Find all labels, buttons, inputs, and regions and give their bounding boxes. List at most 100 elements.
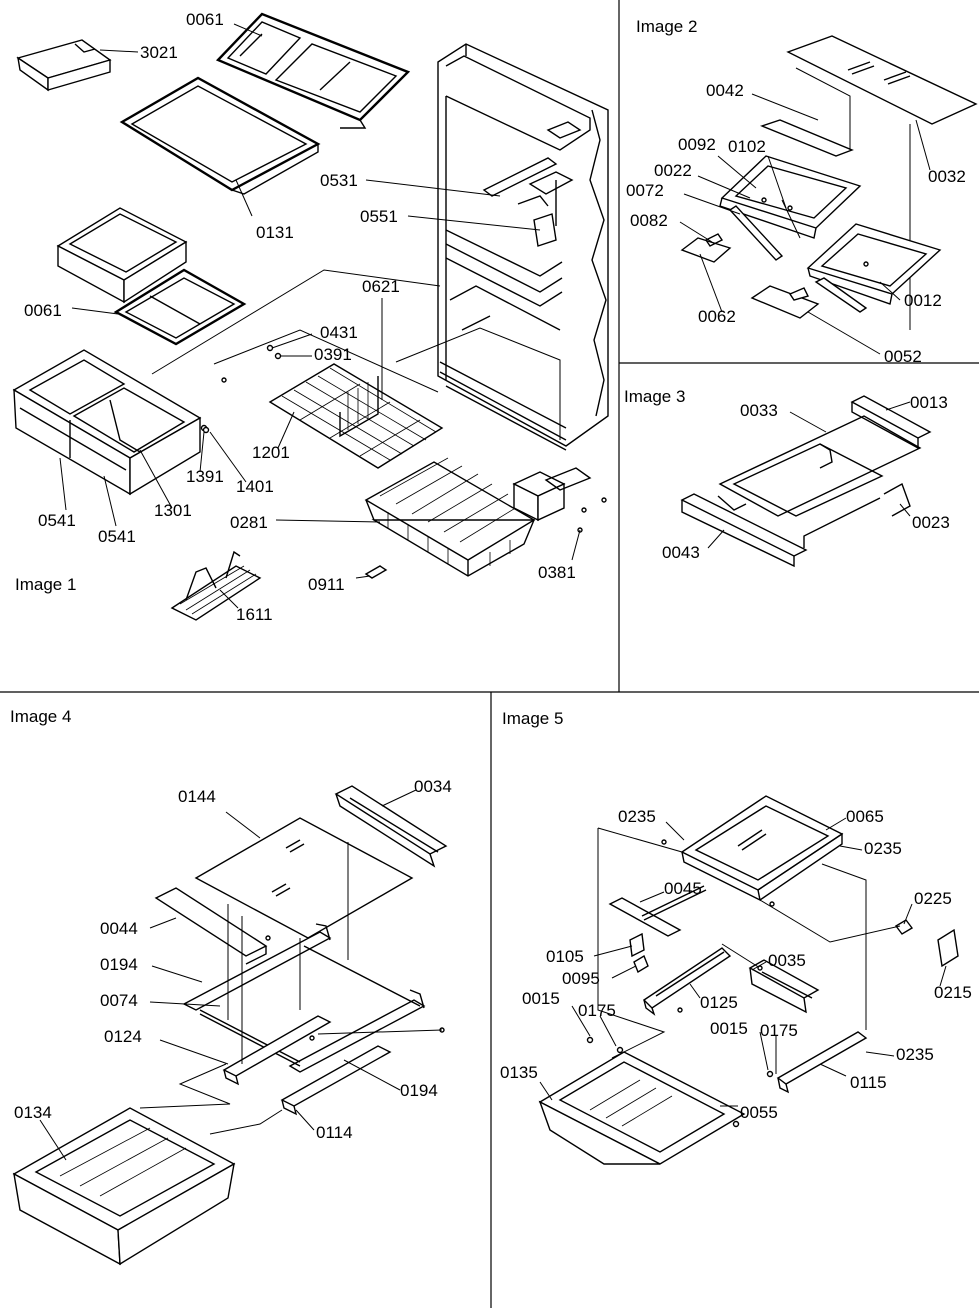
part-0065-shelf: [680, 795, 844, 902]
part-0072-rail: [728, 205, 784, 261]
callout-0551: 0551: [360, 207, 398, 226]
part-0134-crisper: [12, 1107, 236, 1266]
callout-1391: 1391: [186, 467, 224, 486]
part-1201-wire-shelf: [268, 363, 444, 469]
part-0131-shelf: [119, 76, 321, 195]
part-0023-side: [803, 482, 911, 548]
callout-0235-b: 0235: [864, 839, 902, 858]
part-1301-divider: [109, 399, 141, 453]
panel-image-3: Image 3 0033 0013 0023 0043: [624, 387, 950, 568]
panel-title-image-1: Image 1: [15, 575, 76, 594]
callout-0194-lower: 0194: [400, 1081, 438, 1100]
callout-0235-a: 0235: [618, 807, 656, 826]
callout-0015-b: 0015: [710, 1019, 748, 1038]
part-0194-side-left: [182, 923, 332, 1011]
part-0034-rail: [334, 785, 448, 868]
callout-0911: 0911: [308, 575, 345, 594]
callout-0095: 0095: [562, 969, 600, 988]
callout-0144: 0144: [178, 787, 216, 806]
callout-1611: 1611: [236, 605, 273, 624]
callout-0015-a: 0015: [522, 989, 560, 1008]
leaders-image-3: [707, 401, 911, 549]
callout-0105: 0105: [546, 947, 584, 966]
callout-0074: 0074: [100, 991, 138, 1010]
callout-0194-upper: 0194: [100, 955, 138, 974]
part-0144-glass: [194, 817, 414, 939]
callout-0125: 0125: [700, 993, 738, 1012]
callout-0043: 0043: [662, 543, 700, 562]
part-0194-side-right: [288, 989, 426, 1073]
callout-0055: 0055: [740, 1103, 778, 1122]
callout-0052: 0052: [884, 347, 922, 366]
callout-0045: 0045: [664, 879, 702, 898]
callout-0061-top: 0061: [186, 10, 224, 29]
callout-0033: 0033: [740, 401, 778, 420]
part-0032-glass: [786, 35, 978, 125]
construction-lines-image-5: [586, 827, 901, 1128]
part-3021-bin: [16, 39, 112, 92]
part-0052-trim: [750, 277, 868, 319]
panel-image-1: Image 1: [12, 10, 609, 624]
callout-1301: 1301: [154, 501, 192, 520]
panel-title-image-3: Image 3: [624, 387, 685, 406]
callout-0022: 0022: [654, 161, 692, 180]
panel-image-5: Image 5: [500, 709, 972, 1165]
callout-0092: 0092: [678, 135, 716, 154]
part-0225-cam: [894, 919, 914, 935]
callout-0175-b: 0175: [760, 1021, 798, 1040]
callout-0175-a: 0175: [578, 1001, 616, 1020]
callout-0115: 0115: [850, 1073, 887, 1092]
part-0124-runner: [222, 1015, 332, 1086]
part-0045-rail: [608, 885, 707, 937]
callout-0124: 0124: [104, 1027, 142, 1046]
callout-3021: 3021: [140, 43, 178, 62]
callout-0035: 0035: [768, 951, 806, 970]
part-1391-1401-clips: [202, 426, 210, 434]
callout-0114: 0114: [316, 1123, 353, 1142]
callout-0062: 0062: [698, 307, 736, 326]
callout-0541-a: 0541: [38, 511, 76, 530]
panel-image-2: Image 2: [626, 17, 978, 366]
part-0541-crisper-drawers: [12, 349, 202, 496]
callout-0061-lower: 0061: [24, 301, 62, 320]
part-0551-cover: [533, 213, 557, 247]
callout-1201: 1201: [252, 443, 290, 462]
callout-0225: 0225: [914, 889, 952, 908]
callout-0431: 0431: [320, 323, 358, 342]
callout-0235-c: 0235: [896, 1045, 934, 1064]
callout-0131: 0131: [256, 223, 294, 242]
callout-0281: 0281: [230, 513, 268, 532]
part-0381-housing: [512, 467, 607, 533]
callout-0102: 0102: [728, 137, 766, 156]
callout-0621: 0621: [362, 277, 400, 296]
part-0115-runner: [776, 1031, 868, 1094]
panel-title-image-5: Image 5: [502, 709, 563, 728]
part-0022-frame-left: [719, 155, 862, 239]
part-0911-stop: [364, 565, 388, 579]
callout-0065: 0065: [846, 807, 884, 826]
part-0062-trim: [680, 237, 732, 263]
callout-0391: 0391: [314, 345, 352, 364]
callout-0082: 0082: [630, 211, 668, 230]
panel-image-4: Image 4: [10, 707, 452, 1266]
leaders-image-5: [539, 817, 947, 1107]
part-0013-rear-rail: [850, 395, 932, 450]
part-0135-crisper: [538, 1051, 746, 1165]
part-0074-rail: [199, 945, 421, 1067]
callout-0135: 0135: [500, 1063, 538, 1082]
leaders-image-1: [59, 23, 581, 609]
callout-0012: 0012: [904, 291, 942, 310]
part-0114-runner: [280, 1045, 392, 1116]
part-1611-rack: [170, 550, 262, 621]
callout-0042: 0042: [706, 81, 744, 100]
part-crisper-set-upper: [56, 207, 247, 346]
callout-0023: 0023: [912, 513, 950, 532]
part-0042-trim: [759, 67, 911, 330]
part-0125-runner: [642, 947, 732, 1016]
leaders-image-2: [679, 93, 931, 355]
callout-0034: 0034: [414, 777, 452, 796]
callout-0541-b: 0541: [98, 527, 136, 546]
callout-0215: 0215: [934, 983, 972, 1002]
